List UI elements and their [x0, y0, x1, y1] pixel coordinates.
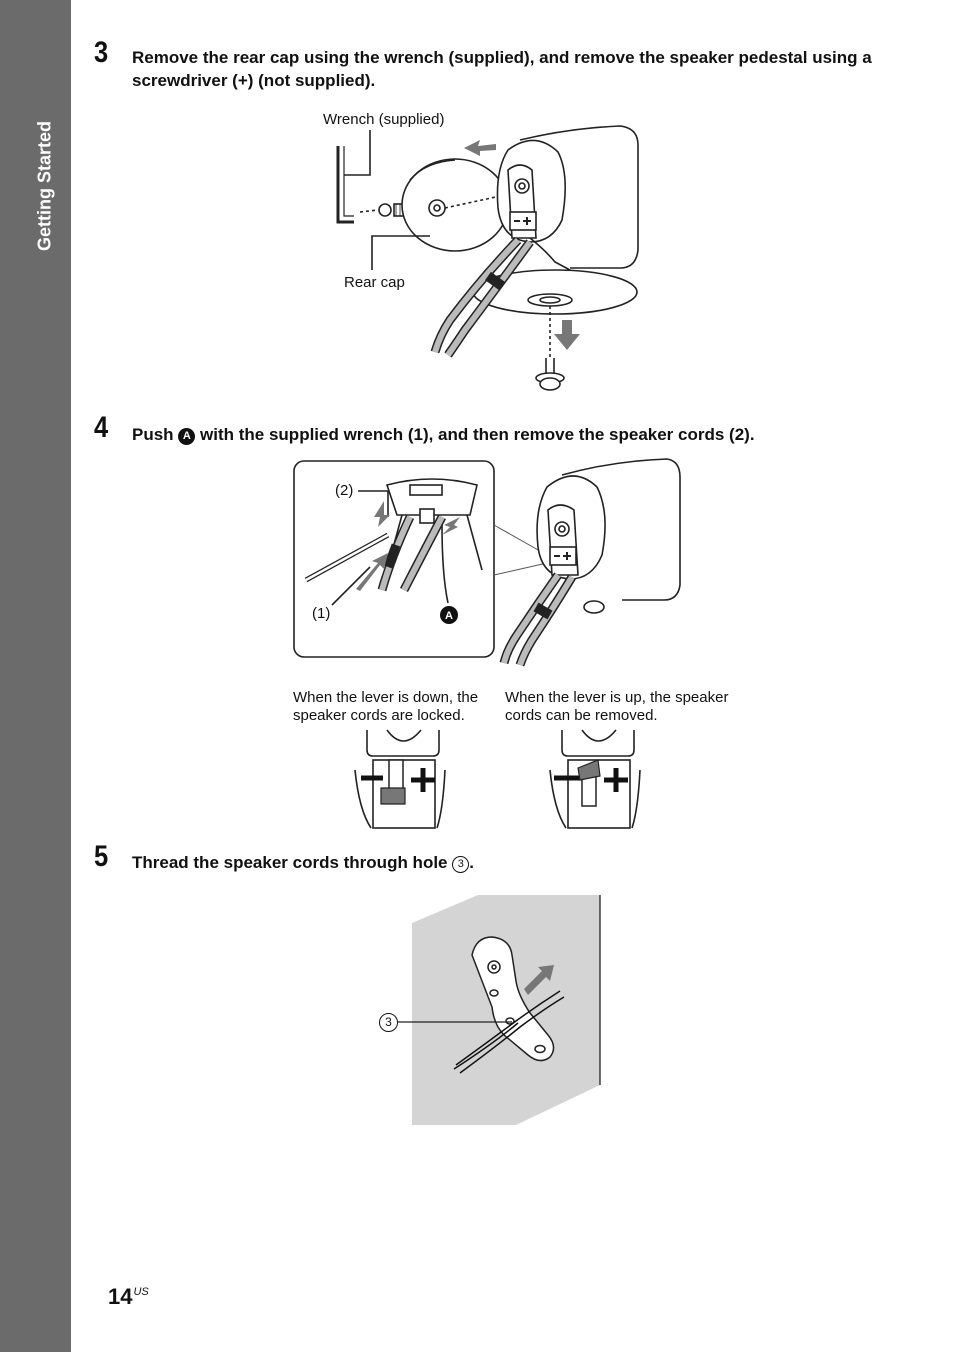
lever-callout-a: A — [445, 610, 453, 622]
step-3-number: 3 — [94, 36, 109, 69]
step-4-text: Push A with the supplied wrench (1), and… — [132, 423, 892, 446]
hole-3-callout: 3 — [379, 1013, 398, 1032]
page-region: US — [133, 1286, 149, 1298]
caption-lever-down: When the lever is down, the speaker cord… — [293, 689, 479, 724]
step-5-text: Thread the speaker cords through hole 3. — [132, 851, 892, 874]
page-number-value: 14 — [108, 1284, 133, 1309]
step-3-illustration — [336, 125, 639, 391]
step-3-text: Remove the rear cap using the wrench (su… — [132, 48, 872, 90]
step-4-illustration — [293, 458, 681, 667]
cord-callout-two: (2) — [335, 482, 354, 499]
caption-lever-up: When the lever is up, the speaker cords … — [505, 689, 729, 724]
step-4-text-after: with the supplied wrench (1), and then r… — [200, 425, 755, 444]
step-4-number: 4 — [94, 411, 109, 444]
step-4-text-before: Push — [132, 425, 174, 444]
wrench-callout: Wrench (supplied) — [323, 111, 445, 128]
step-5-illustration — [398, 895, 601, 1125]
section-label: Getting Started — [34, 120, 55, 252]
page-number: 14US — [108, 1284, 149, 1310]
lever-up-illustration — [549, 729, 641, 829]
step-5-text-before: Thread the speaker cords through hole — [132, 853, 448, 872]
section-side-tab: Getting Started — [0, 0, 71, 1352]
wrench-callout-one: (1) — [312, 605, 331, 622]
hole-3-icon: 3 — [452, 856, 470, 873]
badge-a-icon: A — [178, 428, 196, 445]
rear-cap-callout: Rear cap — [344, 274, 405, 291]
step-5-text-after: . — [469, 853, 474, 872]
lever-down-illustration — [354, 729, 446, 829]
step-5-number: 5 — [94, 840, 109, 873]
